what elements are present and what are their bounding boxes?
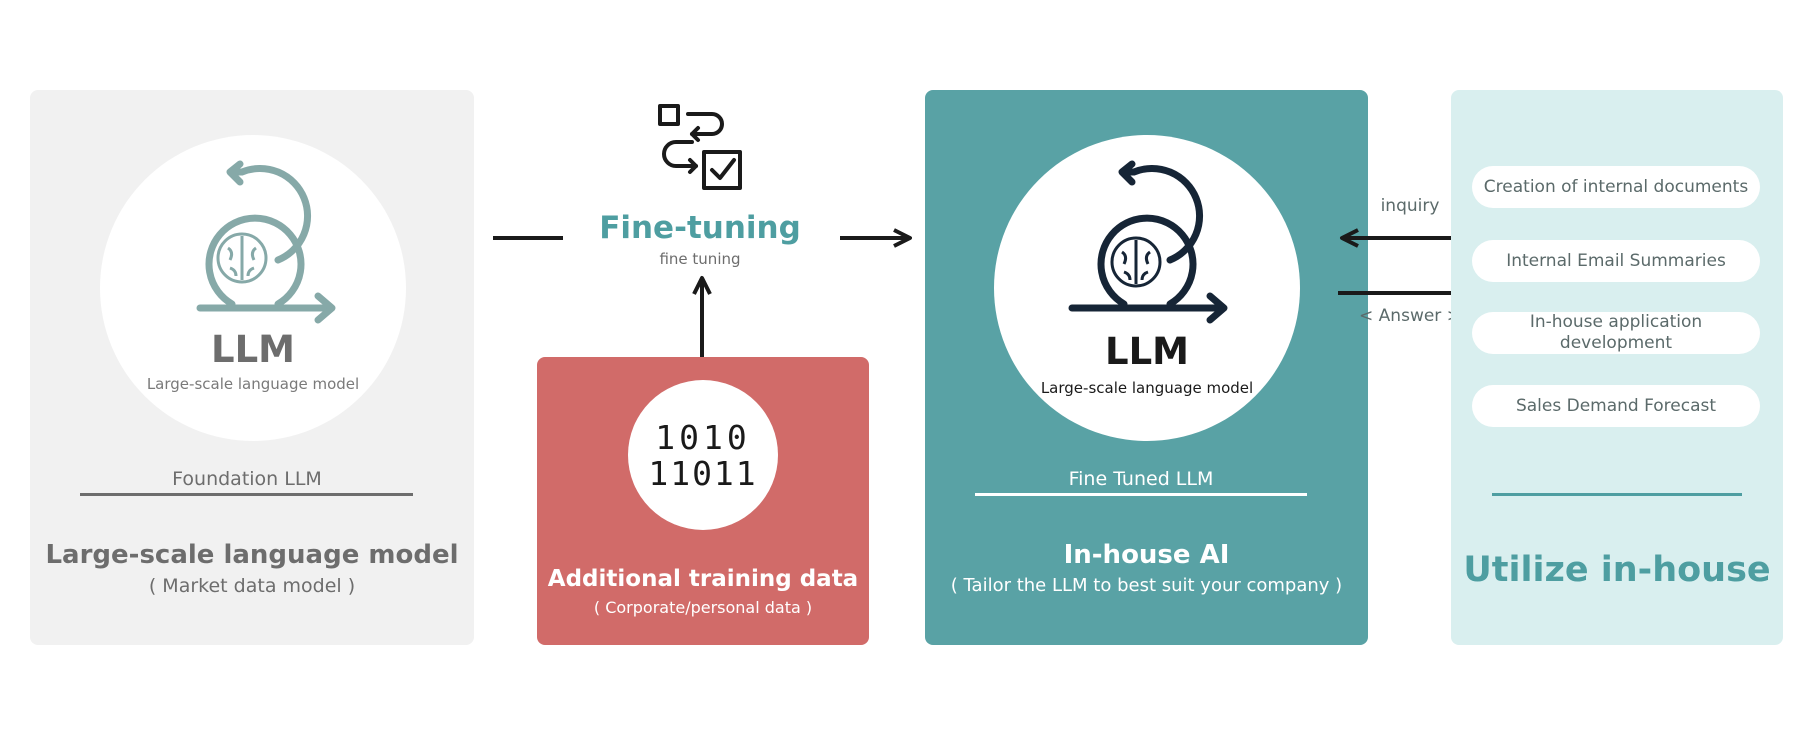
inquiry-label: inquiry: [1380, 196, 1440, 216]
arrow-to-inhouse: [840, 228, 912, 248]
inhouse-caption: Fine Tuned LLM: [1068, 468, 1214, 490]
foundation-caption: Foundation LLM: [172, 468, 322, 490]
use-case-item: Internal Email Summaries: [1472, 240, 1760, 282]
inhouse-heading: In-house AI: [1063, 540, 1230, 570]
fine-tuning-subtitle: fine tuning: [659, 250, 741, 268]
arrow-up-to-finetuning: [692, 276, 712, 358]
fine-tuning-title: Fine-tuning: [599, 210, 801, 246]
inhouse-divider: [975, 493, 1307, 496]
loop-arrow-brain-icon: [1068, 160, 1228, 324]
process-flow-icon: [658, 104, 742, 190]
use-case-item: In-house application development: [1472, 312, 1760, 354]
inhouse-llm-circle: [994, 135, 1300, 441]
training-data-heading: Additional training data: [547, 566, 859, 592]
binary-line-1: 1010: [655, 418, 751, 457]
use-case-item: Sales Demand Forecast: [1472, 385, 1760, 427]
training-data-subheading: ( Corporate/personal data ): [593, 598, 813, 617]
foundation-divider: [80, 493, 413, 496]
foundation-llm-subtitle: Large-scale language model: [146, 375, 360, 393]
foundation-llm-title: LLM: [211, 328, 295, 371]
foundation-llm-circle: [100, 135, 406, 441]
binary-data-icon: [628, 380, 778, 530]
inhouse-llm-subtitle: Large-scale language model: [1040, 379, 1254, 397]
answer-label: < Answer >: [1359, 306, 1461, 326]
loop-arrow-brain-icon: [196, 160, 336, 324]
binary-line-2: 11011: [648, 454, 758, 493]
foundation-subheading: ( Market data model ): [148, 575, 356, 597]
utilize-heading: Utilize in-house: [1463, 550, 1771, 590]
inhouse-subheading: ( Tailor the LLM to best suit your compa…: [950, 575, 1343, 596]
connector-line-left: [493, 236, 563, 240]
utilize-divider: [1492, 493, 1742, 496]
use-case-item: Creation of internal documents: [1472, 166, 1760, 208]
inhouse-llm-title: LLM: [1105, 330, 1189, 373]
foundation-heading: Large-scale language model: [45, 540, 459, 570]
